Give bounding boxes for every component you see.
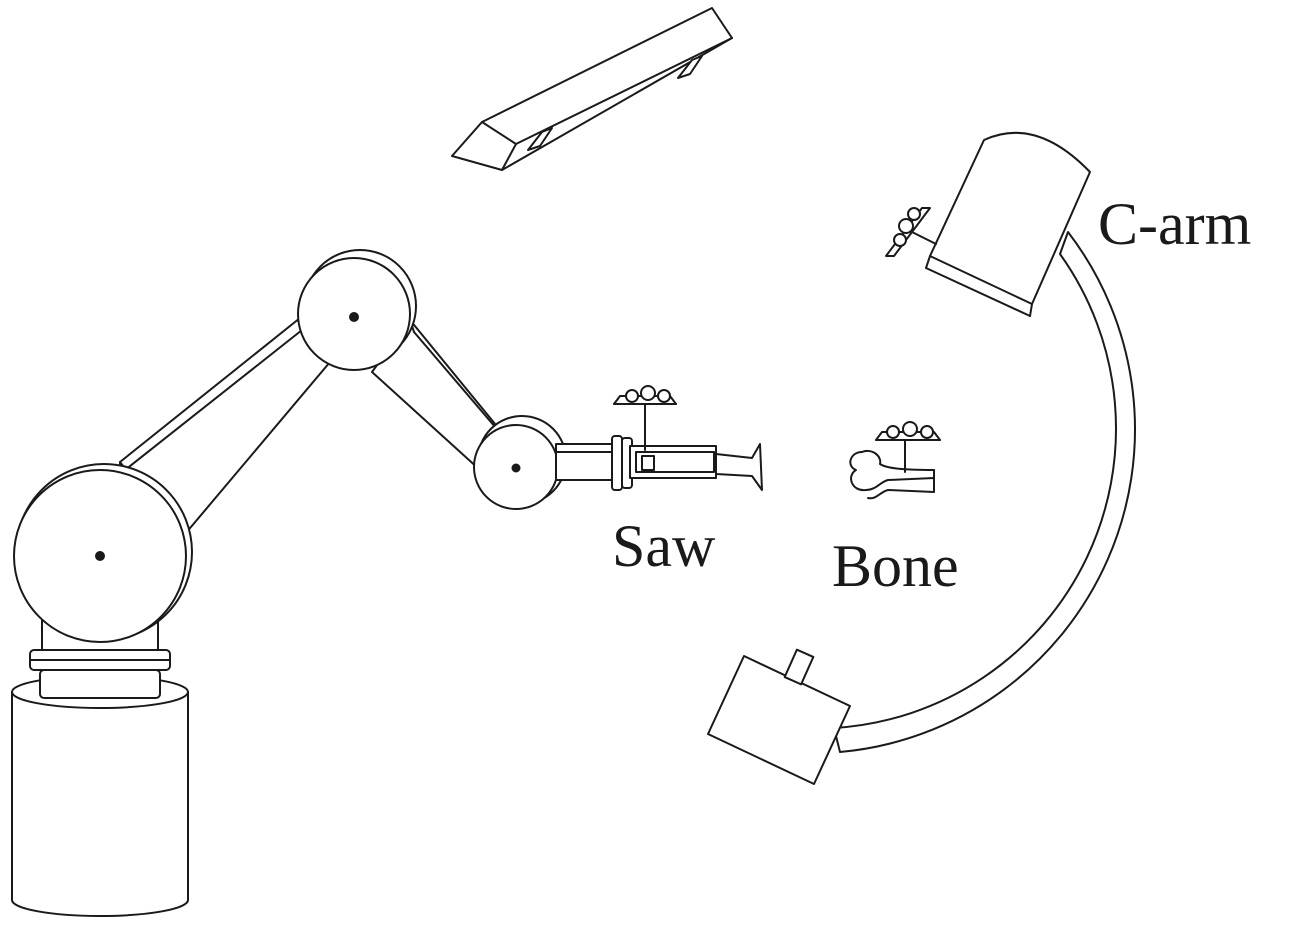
c-arm-arc xyxy=(833,231,1136,753)
c-arm-detector xyxy=(925,131,1091,317)
robot-wrist-joint xyxy=(473,415,567,510)
bone-label: Bone xyxy=(832,533,959,599)
c-arm-tracker-icon xyxy=(885,207,937,257)
robot-base xyxy=(11,611,189,917)
camera-lens-left xyxy=(527,127,553,151)
saw-label: Saw xyxy=(612,513,716,579)
c-arm xyxy=(707,131,1136,785)
elbow-pivot-dot xyxy=(349,312,359,322)
wrist-pivot-dot xyxy=(511,463,521,473)
bone-specimen xyxy=(849,421,941,500)
camera-lens-right xyxy=(677,55,703,79)
robot-elbow-joint xyxy=(297,249,417,371)
tracking-camera xyxy=(451,7,733,171)
saw-tool xyxy=(555,385,763,491)
robot-arm xyxy=(11,249,567,917)
robot-shoulder-joint xyxy=(13,463,193,643)
shoulder-pivot-dot xyxy=(95,551,105,561)
saw-tracker-icon xyxy=(613,385,677,451)
c-arm-label: C-arm xyxy=(1098,191,1251,257)
bone-tracker-icon xyxy=(875,421,941,473)
c-arm-xray-source xyxy=(707,648,851,785)
